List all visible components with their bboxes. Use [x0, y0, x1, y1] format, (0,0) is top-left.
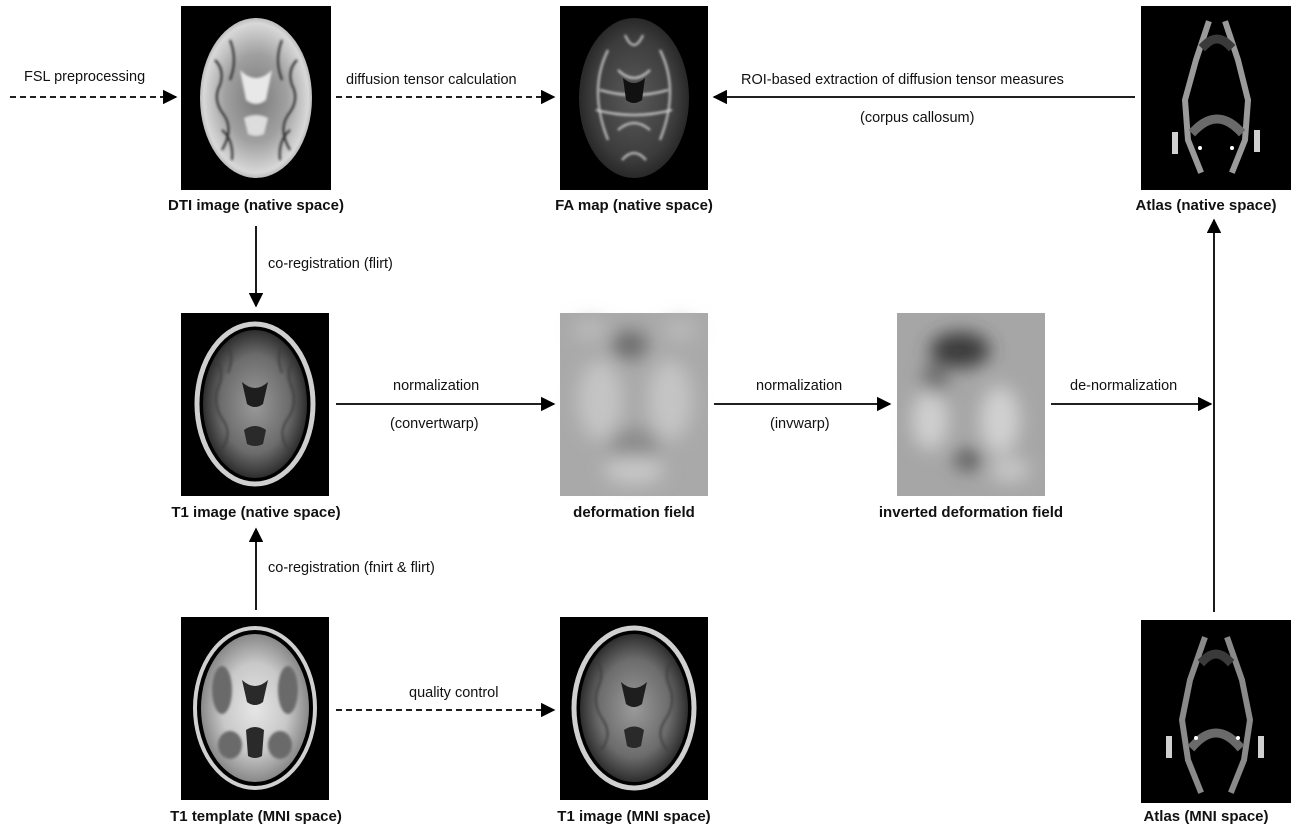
fa-map	[560, 6, 708, 190]
label-norm1-2: (convertwarp)	[390, 416, 479, 432]
label-roi-2: (corpus callosum)	[860, 110, 975, 126]
caption-dti: DTI image (native space)	[168, 197, 344, 214]
dti-image	[181, 6, 331, 190]
caption-t1-template: T1 template (MNI space)	[170, 808, 342, 825]
label-roi-1: ROI-based extraction of diffusion tensor…	[741, 72, 1064, 88]
label-norm1-1: normalization	[393, 378, 480, 394]
caption-fa: FA map (native space)	[555, 197, 713, 214]
caption-t1-mni: T1 image (MNI space)	[557, 808, 711, 825]
t1-native-image	[181, 313, 329, 496]
caption-inv-deformation: inverted deformation field	[878, 504, 1064, 521]
inverted-deformation-field-image	[897, 313, 1045, 496]
caption-atlas-mni: Atlas (MNI space)	[1143, 808, 1269, 825]
label-qc: quality control	[409, 685, 499, 701]
label-coreg-flirt: co-registration (flirt)	[268, 256, 393, 272]
atlas-native-image	[1141, 6, 1291, 190]
label-tensor: diffusion tensor calculation	[346, 72, 517, 88]
t1-template-image	[181, 617, 329, 800]
label-denorm: de-normalization	[1070, 378, 1178, 394]
atlas-mni-image	[1141, 620, 1291, 803]
label-norm2-1: normalization	[756, 378, 843, 394]
t1-mni-image	[560, 617, 708, 800]
label-coreg-fnirt: co-registration (fnirt & flirt)	[268, 560, 435, 576]
deformation-field-image	[560, 313, 708, 496]
label-fsl: FSL preprocessing	[24, 69, 146, 85]
label-norm2-2: (invwarp)	[770, 416, 830, 432]
caption-atlas-native: Atlas (native space)	[1135, 197, 1277, 214]
caption-t1-native: T1 image (native space)	[171, 504, 341, 521]
caption-deformation: deformation field	[573, 504, 695, 521]
